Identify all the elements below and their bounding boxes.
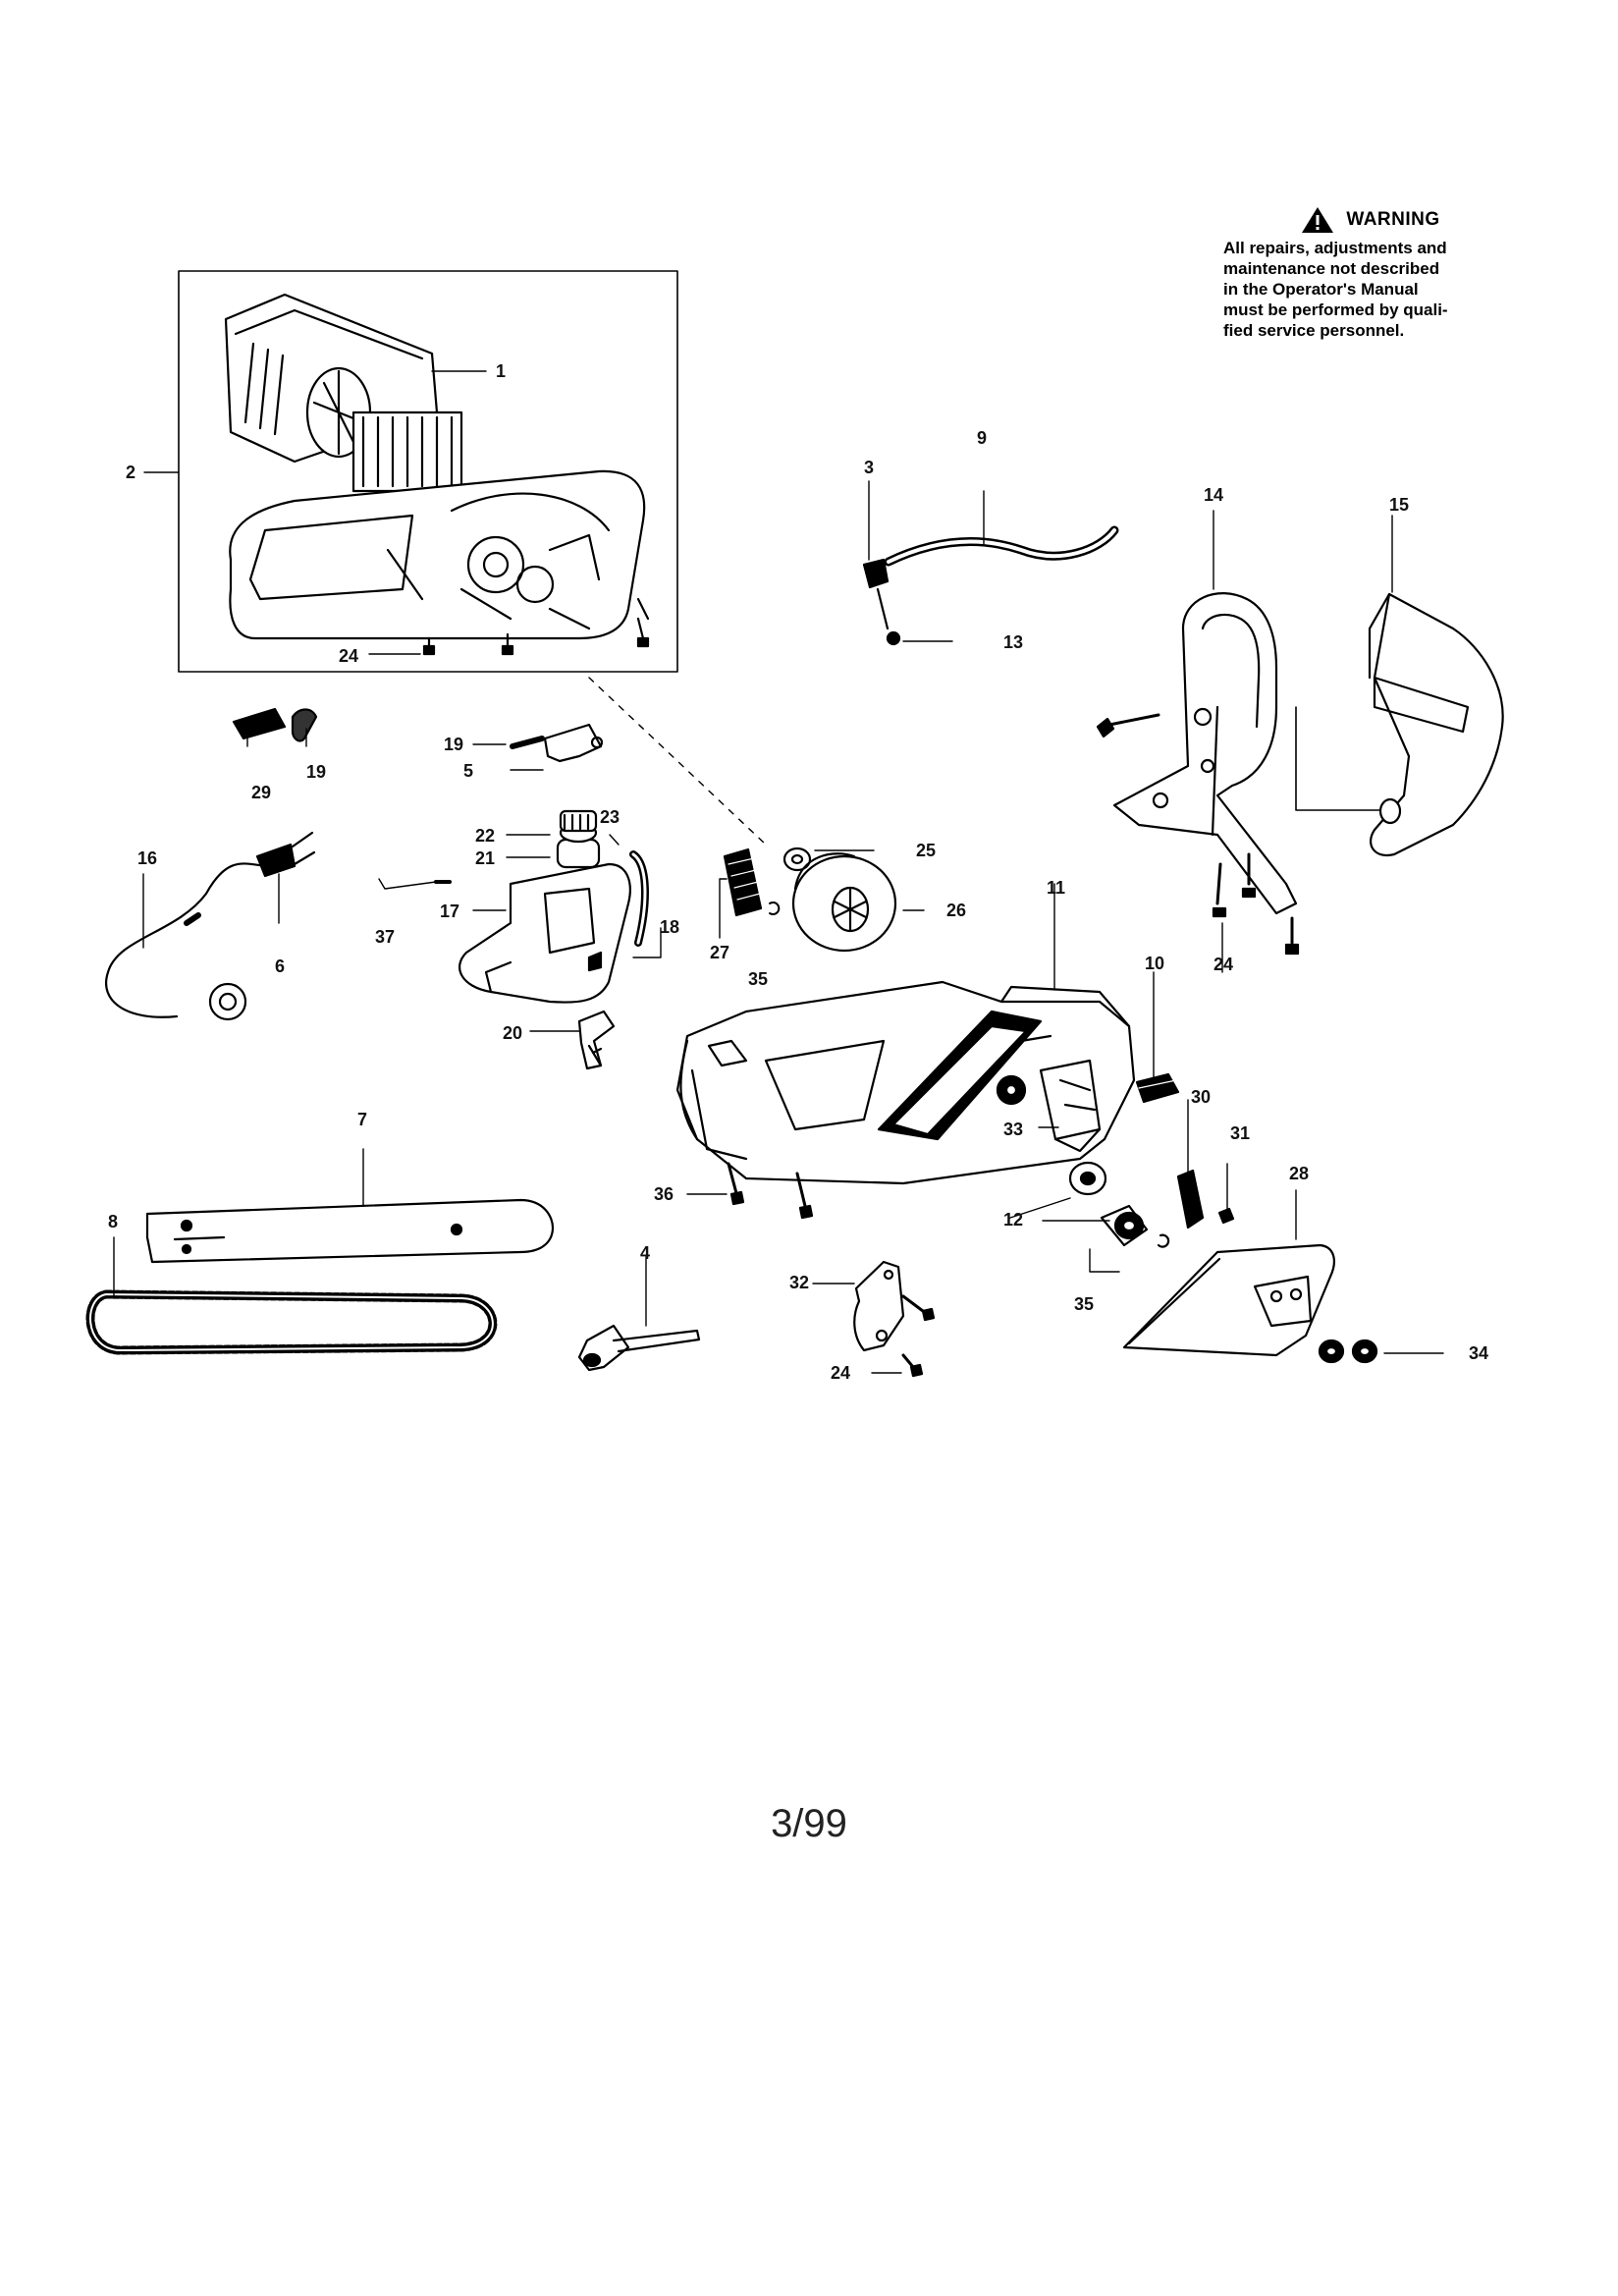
callout-34: 34 [1469, 1343, 1488, 1363]
callout-20: 20 [503, 1023, 522, 1043]
callout-25: 25 [916, 841, 936, 860]
warning-line: must be performed by quali- [1223, 301, 1448, 319]
callout-15: 15 [1389, 495, 1409, 515]
callout-35: 35 [748, 969, 768, 989]
callout-26: 26 [946, 901, 966, 920]
callout-11: 11 [1047, 878, 1065, 898]
motor-assembly-box [178, 270, 678, 673]
callout-29: 29 [251, 783, 271, 802]
callout-5: 5 [463, 761, 473, 781]
callout-30: 30 [1191, 1087, 1211, 1107]
oil-line-drawing [862, 525, 1119, 646]
callout-3: 3 [864, 458, 874, 477]
switch-drawing [510, 723, 604, 763]
warning-triangle-icon [1302, 207, 1334, 233]
main-housing-drawing [675, 980, 1136, 1185]
callout-1: 1 [496, 361, 506, 381]
guide-bar-drawing [145, 1198, 555, 1264]
callout-24: 24 [1214, 955, 1233, 974]
guard-link-line [1295, 706, 1390, 811]
callout-10: 10 [1145, 954, 1164, 973]
callout-33: 33 [1003, 1120, 1023, 1139]
callout-28: 28 [1289, 1164, 1309, 1183]
chain-shield-drawing [1368, 592, 1504, 857]
callout-21: 21 [475, 848, 495, 868]
screw-drawing [727, 1162, 814, 1220]
callout-13: 13 [1003, 632, 1023, 652]
callout-17: 17 [440, 902, 459, 921]
brush-holder-drawing [232, 707, 318, 742]
power-cord-drawing [105, 831, 316, 1021]
callout-9: 9 [977, 428, 987, 448]
sprocket-cover-drawing [1122, 1243, 1378, 1364]
warning-line: in the Operator's Manual [1223, 280, 1419, 299]
oil-elbow-drawing [577, 1010, 616, 1070]
callout-24: 24 [339, 646, 358, 666]
bracket-drawing [853, 1260, 936, 1378]
motor-assembly-drawing [224, 293, 650, 640]
callout-7: 7 [357, 1110, 367, 1129]
screw-drawing [422, 617, 650, 656]
gear-assembly-drawing [723, 847, 897, 953]
callout-22: 22 [475, 826, 495, 846]
callout-18: 18 [660, 917, 679, 937]
callout-19: 19 [444, 735, 463, 754]
callout-labels: 1 2 24 9 3 13 14 15 29 19 19 5 16 6 22 2… [108, 361, 1488, 1383]
page-label: 3/99 [771, 1802, 847, 1845]
screw-drawing [1096, 713, 1300, 956]
warning-notice: WARNING All repairs, adjustments and mai… [1223, 206, 1518, 341]
callout-36: 36 [654, 1184, 674, 1204]
warning-header: WARNING [1223, 206, 1518, 234]
oil-tank-drawing [458, 809, 649, 1004]
callout-16: 16 [137, 848, 157, 868]
callout-6: 6 [275, 957, 285, 976]
callout-24: 24 [831, 1363, 850, 1383]
callout-37: 37 [375, 927, 395, 947]
callout-12: 12 [1003, 1210, 1023, 1230]
callout-19: 19 [306, 762, 326, 782]
hand-guard-drawing [1112, 592, 1298, 915]
tensioner-drawing [1135, 1072, 1235, 1230]
warning-line: maintenance not described [1223, 259, 1440, 278]
callout-2: 2 [126, 463, 135, 482]
callout-4: 4 [640, 1243, 650, 1263]
warning-line: All repairs, adjustments and [1223, 239, 1447, 257]
callout-35: 35 [1074, 1294, 1094, 1314]
callout-32: 32 [789, 1273, 809, 1292]
callout-27: 27 [710, 943, 729, 962]
callout-8: 8 [108, 1212, 118, 1231]
leader-lines [113, 370, 1444, 1374]
callout-31: 31 [1230, 1123, 1250, 1143]
wrench-drawing [577, 1324, 701, 1372]
warning-title: WARNING [1346, 209, 1440, 230]
saw-chain-drawing [85, 1289, 498, 1355]
warning-text: All repairs, adjustments and maintenance… [1223, 238, 1518, 341]
warning-line: fied service personnel. [1223, 321, 1405, 340]
sprocket-drawing [1068, 1161, 1170, 1248]
callout-14: 14 [1204, 485, 1223, 505]
callout-23: 23 [600, 807, 620, 827]
